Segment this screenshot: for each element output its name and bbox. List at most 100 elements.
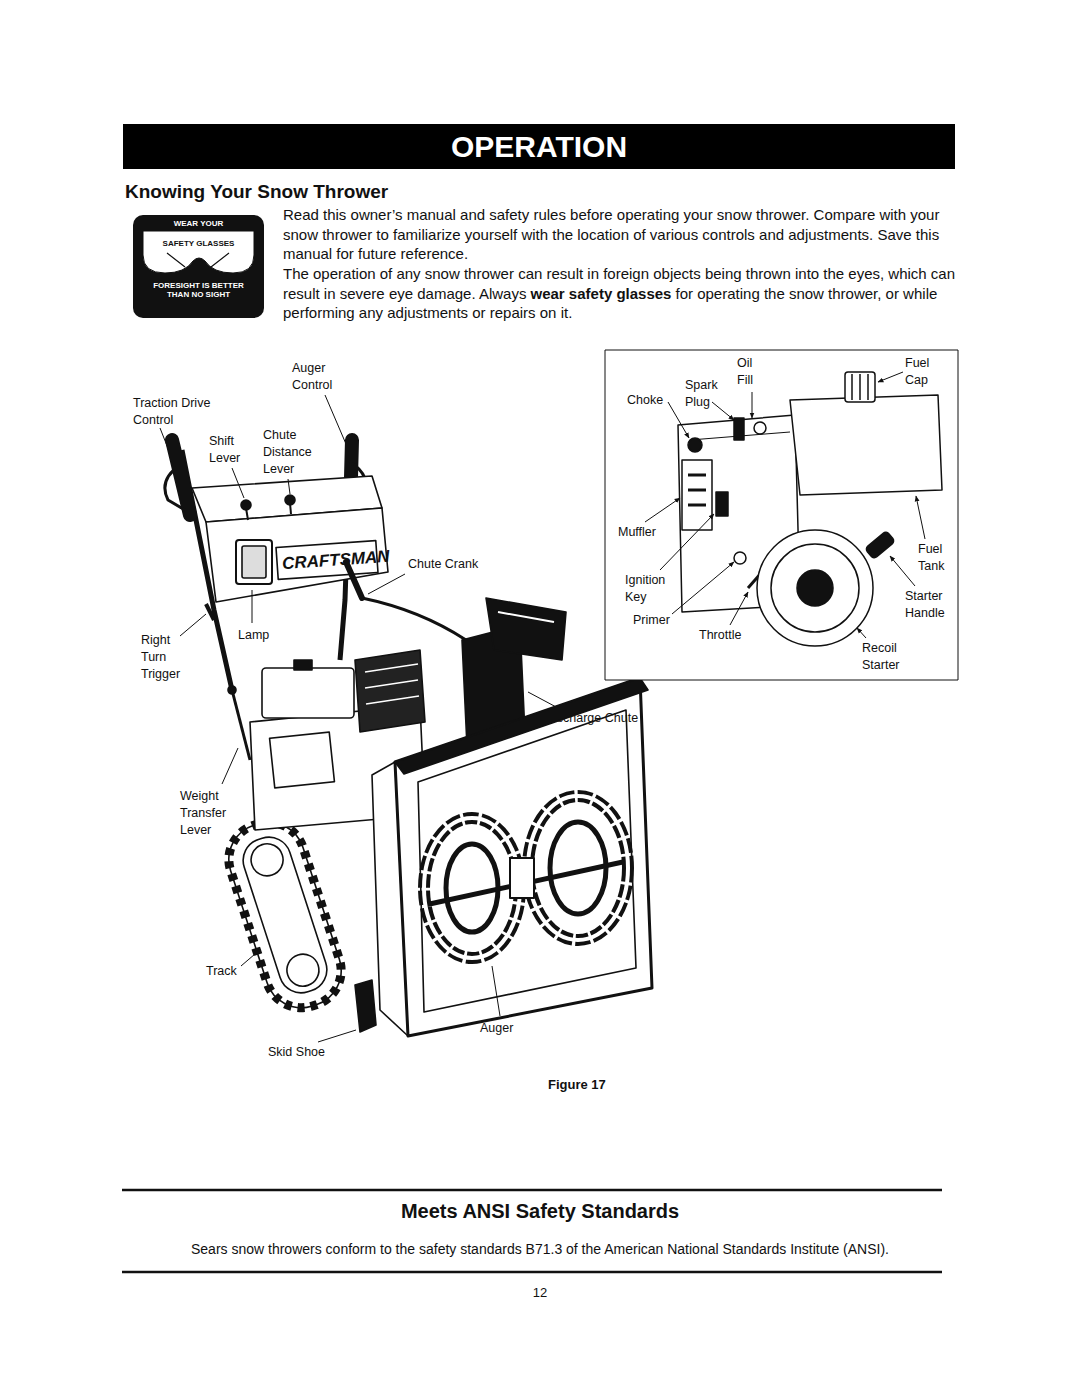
- engine-inset: [688, 489, 706, 492]
- callout-label: Oil Fill: [737, 355, 753, 389]
- leader-line: [160, 395, 558, 1042]
- leader-line: [241, 954, 255, 966]
- engine-drawing: [232, 690, 250, 760]
- leader-line: [712, 402, 734, 420]
- body-paragraph: The operation of any snow thrower can re…: [283, 264, 963, 323]
- title-band: OPERATION: [123, 124, 955, 169]
- engine-inset: [790, 395, 942, 495]
- body-text: Read this owner’s manual and safety rule…: [283, 205, 963, 264]
- engine-inset: [734, 552, 746, 564]
- engine-inset: [851, 374, 853, 400]
- callout-label: Traction Drive Control: [133, 395, 233, 429]
- auger-housing: [395, 678, 652, 1036]
- engine-inset: [688, 474, 706, 477]
- page-number: 12: [0, 1284, 1080, 1302]
- callout-label: Skid Shoe: [268, 1044, 325, 1061]
- auger-drawing: [550, 822, 606, 914]
- body-text: Sears snow throwers conform to the safet…: [0, 1240, 1080, 1259]
- auger-drawing: [424, 818, 520, 958]
- callout-label: Ignition Key: [625, 572, 665, 606]
- callout-label: Right Turn Trigger: [141, 632, 180, 683]
- engine-inset: [734, 418, 744, 440]
- engine-inset: [688, 438, 702, 452]
- leader-line: [857, 628, 866, 638]
- callout-label: Chute Crank: [408, 556, 478, 573]
- chute-drawing: [362, 598, 466, 640]
- leader-line: [252, 590, 253, 623]
- callout-label: Discharge Chute: [545, 710, 638, 727]
- track-drawing: [220, 813, 351, 1017]
- engine-drawing: [355, 650, 425, 732]
- snow-thrower-drawing: [160, 395, 652, 1042]
- leader-line: [180, 614, 206, 636]
- leader-line: [752, 392, 753, 418]
- control-console: [206, 604, 214, 620]
- track-drawing: [237, 831, 332, 998]
- engine-inset: [865, 531, 895, 560]
- callout-label: Chute Distance Lever: [263, 427, 312, 478]
- leader-line: [232, 468, 244, 498]
- goggle-lens: [143, 231, 254, 273]
- badge-text: FORESIGHT IS BETTER THAN NO SIGHT: [133, 281, 264, 299]
- badge-shape: [133, 215, 264, 318]
- control-console: [206, 508, 388, 602]
- auger-drawing: [528, 796, 628, 940]
- engine-inset: [754, 422, 766, 434]
- engine-inset: [867, 374, 869, 400]
- callout-label: Track: [206, 963, 237, 980]
- leader-line: [878, 372, 903, 382]
- callout-label: Weight Transfer Lever: [180, 788, 226, 839]
- callout-label: Spark Plug: [685, 377, 718, 411]
- figure-number: Figure 17: [548, 1076, 606, 1094]
- engine-inset: [757, 530, 873, 646]
- auger-housing: [355, 678, 652, 1036]
- callout-label: Shift Lever: [209, 433, 240, 467]
- engine-drawing: [365, 664, 418, 672]
- engine-drawing: [365, 680, 418, 688]
- engine-inset: [716, 492, 728, 516]
- page-title: OPERATION: [123, 124, 955, 169]
- control-console: [242, 546, 266, 578]
- track-drawing: [220, 813, 351, 1017]
- engine-drawing: [270, 732, 335, 788]
- callout-label: Recoil Starter: [862, 640, 900, 674]
- engine-inset: [605, 350, 958, 680]
- engine-drawing: [228, 686, 236, 694]
- control-console: [276, 541, 378, 580]
- auger-drawing: [424, 796, 632, 958]
- engine-drawing: [294, 660, 312, 670]
- auger-housing: [355, 980, 376, 1032]
- goggle-detail: [167, 253, 229, 267]
- auger-drawing: [446, 844, 498, 932]
- engine-drawing: [366, 696, 419, 704]
- control-console: [285, 495, 295, 505]
- chute-drawing: [486, 598, 566, 660]
- control-console: [241, 500, 251, 510]
- leader-line: [160, 428, 175, 466]
- callout-label: Primer: [633, 612, 670, 629]
- badge-text: WEAR YOUR: [133, 219, 264, 228]
- leader-line: [222, 748, 238, 784]
- callout-label: Auger: [480, 1020, 513, 1037]
- auger-housing: [418, 710, 636, 1012]
- leader-line: [916, 496, 925, 539]
- callout-label: Lamp: [238, 627, 269, 644]
- leader-line: [288, 479, 290, 494]
- emphasis-text: wear safety glasses: [531, 285, 672, 302]
- engine-inset: [845, 372, 875, 402]
- track-drawing: [220, 813, 351, 1017]
- control-console: [192, 476, 388, 620]
- leader-line: [645, 498, 680, 522]
- control-console: [236, 540, 272, 584]
- leader-line: [890, 556, 915, 586]
- rule-line: [122, 1271, 942, 1274]
- engine-inset: [605, 350, 958, 680]
- callout-label: Choke: [627, 392, 663, 409]
- badge-text: SAFETY GLASSES: [133, 239, 264, 248]
- leader-line: [368, 574, 405, 594]
- leader-line: [645, 372, 925, 638]
- callout-label: Muffler: [618, 524, 656, 541]
- engine-inset: [682, 460, 712, 530]
- callout-label: Starter Handle: [905, 588, 945, 622]
